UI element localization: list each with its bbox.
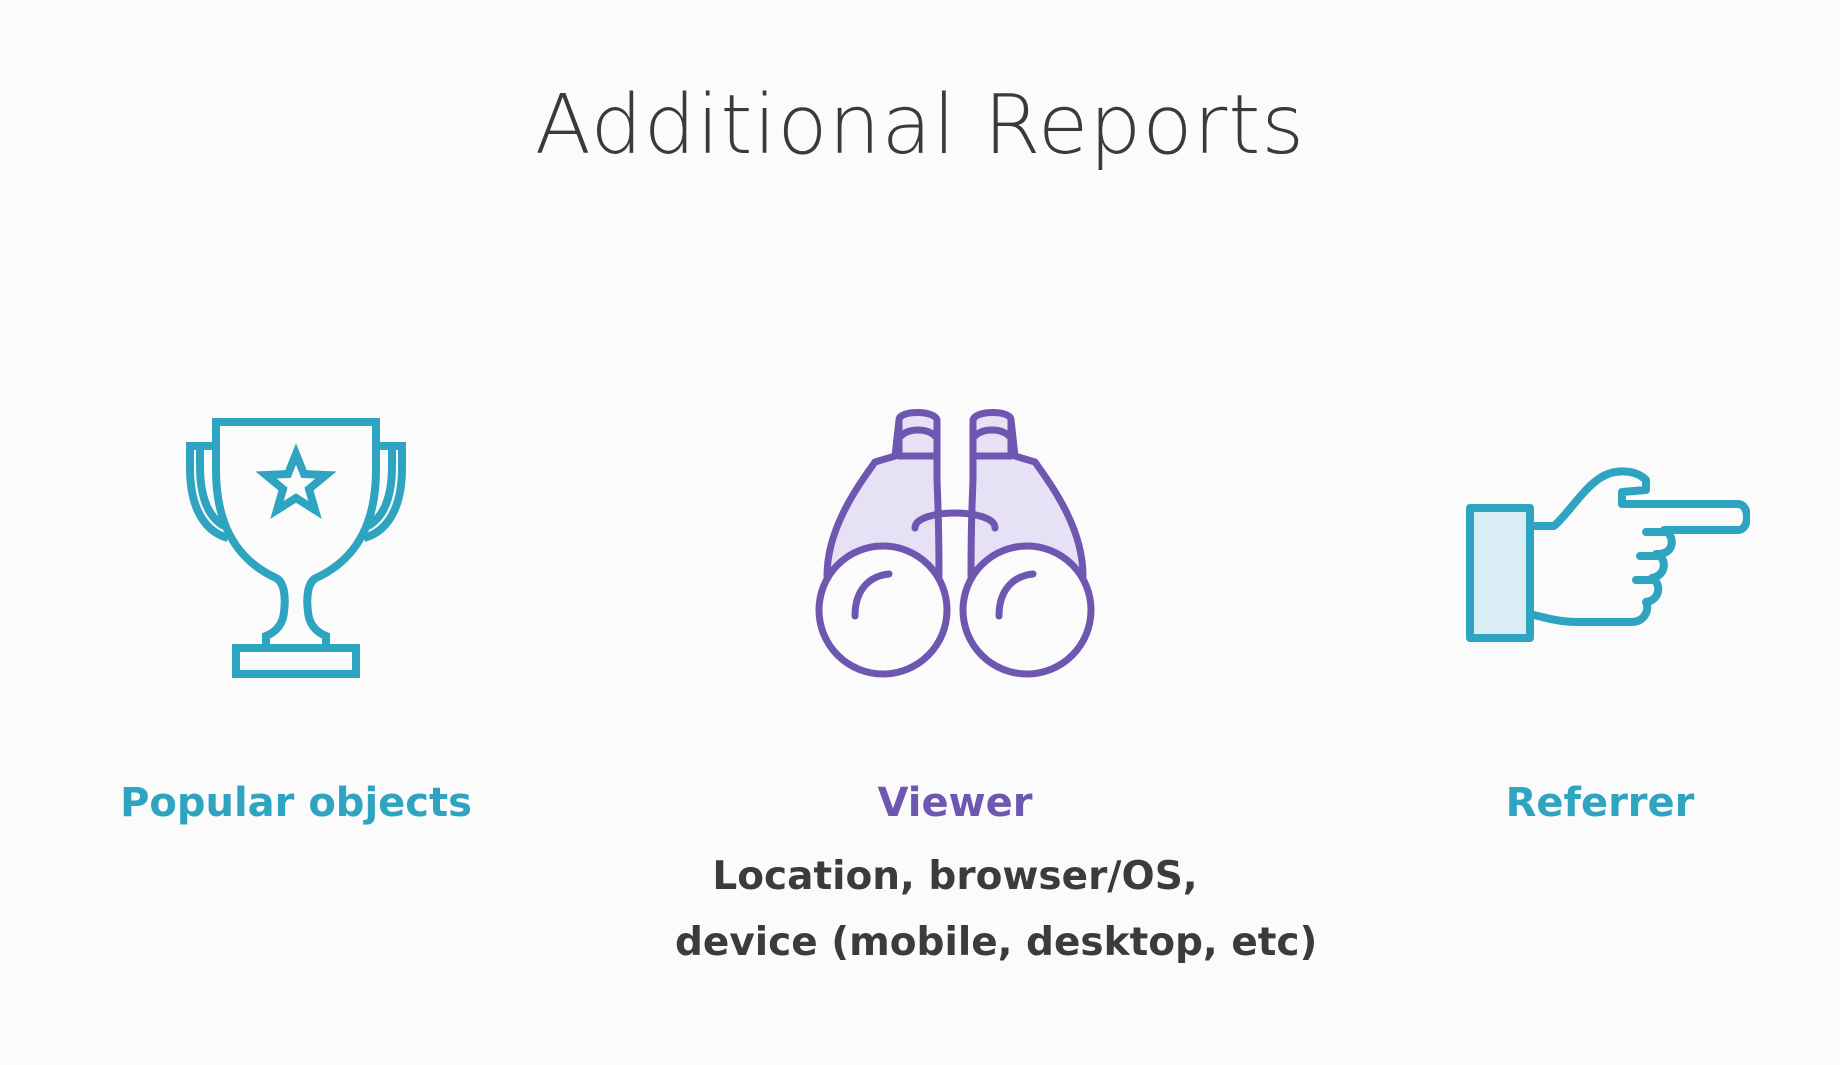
report-description: Location, browser/OS, device (mobile, de… (675, 844, 1318, 976)
report-label: Viewer (877, 780, 1033, 826)
report-label: Referrer (1505, 780, 1695, 826)
report-description-line: device (mobile, desktop, etc) (675, 920, 1318, 965)
report-item-popular-objects: Popular objects (16, 400, 576, 826)
pointing-hand-icon (1466, 467, 1750, 642)
report-description-line: Location, browser/OS, (712, 854, 1198, 899)
report-item-referrer: Referrer (1320, 400, 1840, 826)
report-label: Popular objects (120, 780, 472, 826)
report-item-viewer: Viewer Location, browser/OS, device (mob… (675, 400, 1318, 976)
trophy-icon (186, 418, 406, 678)
binoculars-icon (815, 409, 1095, 678)
slide-title: Additional Reports (534, 78, 1306, 173)
